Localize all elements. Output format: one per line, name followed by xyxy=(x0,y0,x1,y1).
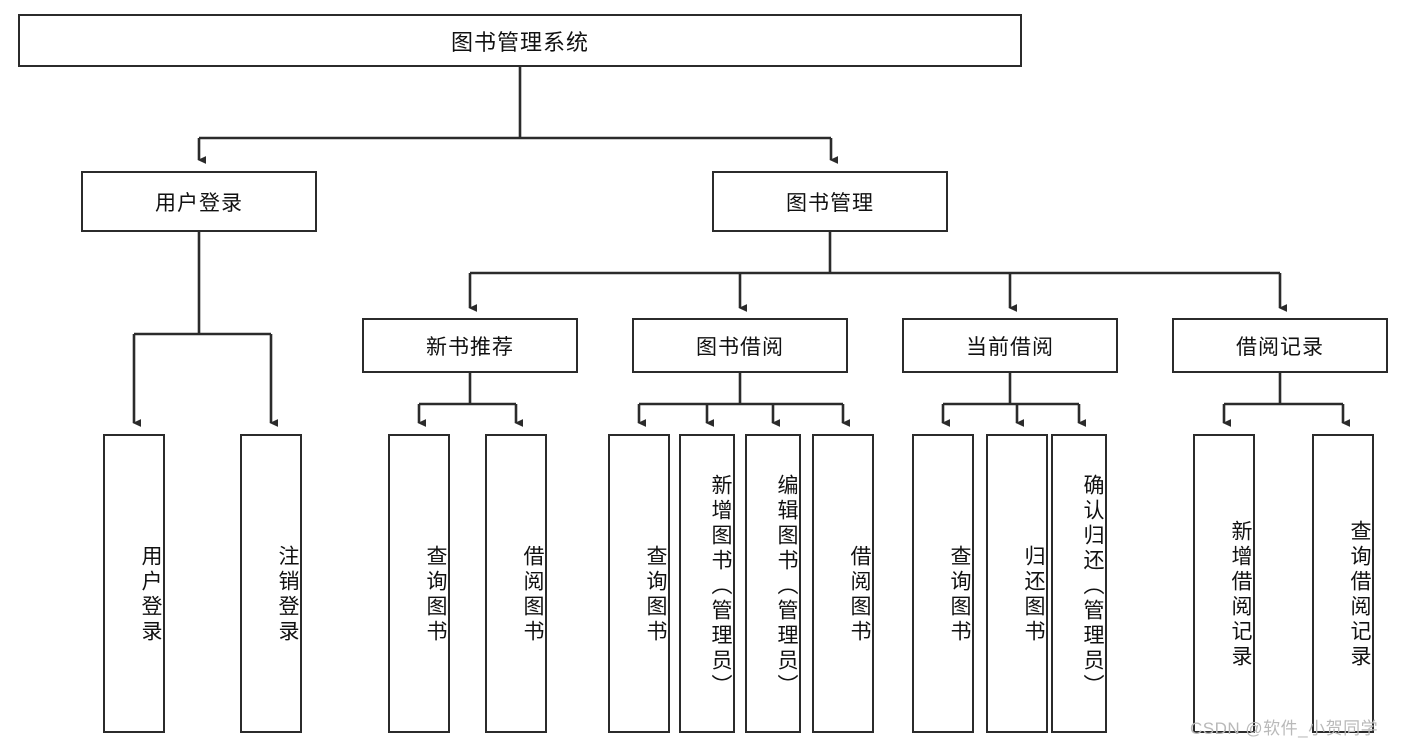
node-leaf-add-book-admin[interactable]: 新增图书（管理员） xyxy=(679,434,735,733)
node-root-system[interactable]: 图书管理系统 xyxy=(18,14,1022,67)
node-leaf-query-book-3[interactable]: 查询图书 xyxy=(912,434,974,733)
leaf-label: 借阅图书 xyxy=(848,544,871,645)
node-leaf-confirm-return-admin[interactable]: 确认归还（管理员） xyxy=(1051,434,1107,733)
leaf-label: 用户登录 xyxy=(139,544,162,645)
node-leaf-logout[interactable]: 注销登录 xyxy=(240,434,302,733)
node-leaf-query-book-2[interactable]: 查询图书 xyxy=(608,434,670,733)
node-book-borrow[interactable]: 图书借阅 xyxy=(632,318,848,373)
leaf-label: 确认归还（管理员） xyxy=(1081,474,1104,699)
leaf-label: 注销登录 xyxy=(276,544,299,645)
leaf-label: 查询图书 xyxy=(644,544,667,645)
node-leaf-user-login[interactable]: 用户登录 xyxy=(103,434,165,733)
node-book-management[interactable]: 图书管理 xyxy=(712,171,948,232)
node-leaf-add-borrow-record[interactable]: 新增借阅记录 xyxy=(1193,434,1255,733)
leaf-label: 借阅图书 xyxy=(521,544,544,645)
node-current-borrow[interactable]: 当前借阅 xyxy=(902,318,1118,373)
node-leaf-return-book[interactable]: 归还图书 xyxy=(986,434,1048,733)
node-leaf-query-book-1[interactable]: 查询图书 xyxy=(388,434,450,733)
leaf-label: 编辑图书（管理员） xyxy=(775,474,798,699)
node-borrow-record[interactable]: 借阅记录 xyxy=(1172,318,1388,373)
node-leaf-edit-book-admin[interactable]: 编辑图书（管理员） xyxy=(745,434,801,733)
leaf-label: 查询借阅记录 xyxy=(1348,519,1371,670)
node-user-login[interactable]: 用户登录 xyxy=(81,171,317,232)
node-leaf-query-borrow-record[interactable]: 查询借阅记录 xyxy=(1312,434,1374,733)
node-new-book-recommend[interactable]: 新书推荐 xyxy=(362,318,578,373)
leaf-label: 新增图书（管理员） xyxy=(709,474,732,699)
leaf-label: 查询图书 xyxy=(948,544,971,645)
leaf-label: 新增借阅记录 xyxy=(1229,519,1252,670)
leaf-label: 查询图书 xyxy=(424,544,447,645)
node-leaf-borrow-book-2[interactable]: 借阅图书 xyxy=(812,434,874,733)
leaf-label: 归还图书 xyxy=(1022,544,1045,645)
node-leaf-borrow-book-1[interactable]: 借阅图书 xyxy=(485,434,547,733)
